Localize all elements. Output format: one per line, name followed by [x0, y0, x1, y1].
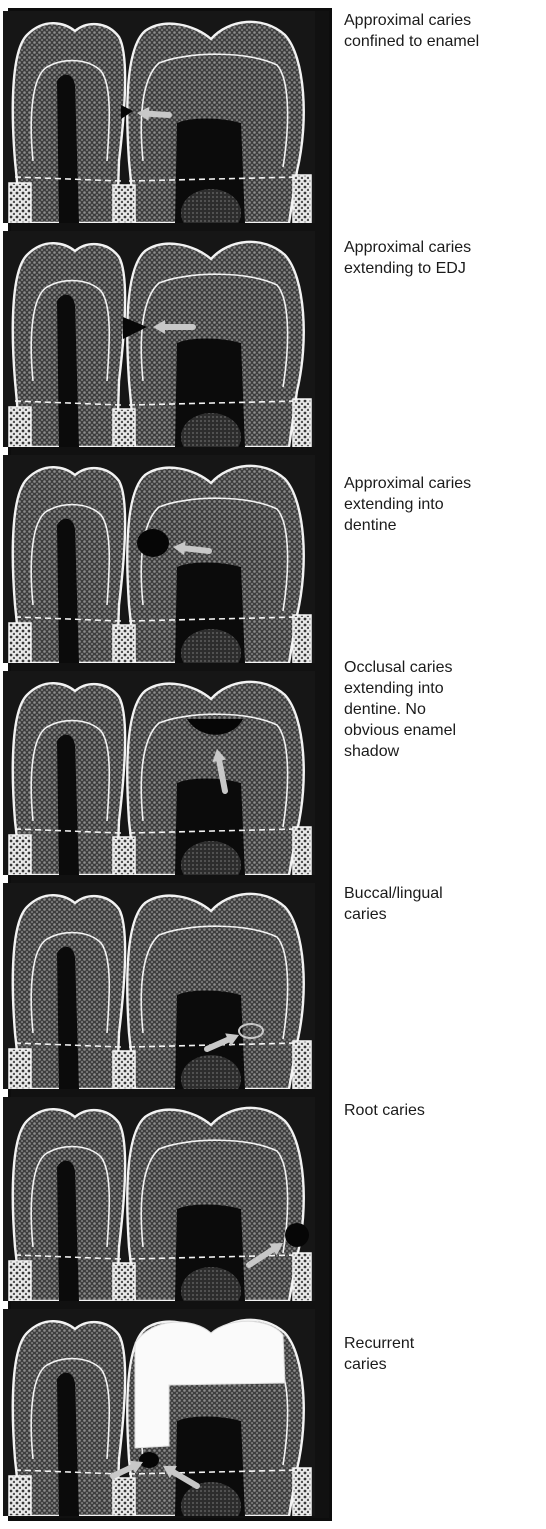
- alveolar-bone: [113, 837, 135, 875]
- caption-approximal-dentine: Approximal caries extending into dentine: [344, 473, 540, 536]
- panel-6: [3, 1097, 315, 1301]
- tooth-diagram-7: [3, 1309, 315, 1516]
- caries-lesion: [139, 1452, 159, 1468]
- panel-4: [3, 671, 315, 875]
- caption-occlusal: Occlusal caries extending into dentine. …: [344, 657, 540, 762]
- alveolar-bone: [113, 1051, 135, 1089]
- panel-5: [3, 883, 315, 1089]
- caries-lesion: [137, 529, 169, 557]
- panel-3: [3, 455, 315, 663]
- caption-root: Root caries: [344, 1100, 540, 1121]
- alveolar-bone: [293, 615, 311, 663]
- tooth-diagram-2: [3, 231, 315, 447]
- alveolar-bone: [9, 1261, 31, 1301]
- tooth-diagram-3: [3, 455, 315, 663]
- caption-recurrent: Recurrent caries: [344, 1333, 540, 1375]
- alveolar-bone: [9, 835, 31, 875]
- caries-lesion: [285, 1223, 309, 1247]
- tooth-diagram-5: [3, 883, 315, 1089]
- alveolar-bone: [113, 1263, 135, 1301]
- alveolar-bone: [113, 409, 135, 447]
- alveolar-bone: [293, 1253, 311, 1301]
- tooth-diagram-4: [3, 671, 315, 875]
- alveolar-bone: [293, 399, 311, 447]
- alveolar-bone: [293, 175, 311, 223]
- alveolar-bone: [113, 185, 135, 223]
- panel-2: [3, 231, 315, 447]
- alveolar-bone: [9, 183, 31, 223]
- lesion-arrow-shaft: [149, 114, 169, 115]
- alveolar-bone: [293, 827, 311, 875]
- panel-7: [3, 1309, 315, 1516]
- caption-approximal-enamel: Approximal caries confined to enamel: [344, 10, 540, 52]
- tooth-diagram-6: [3, 1097, 315, 1301]
- alveolar-bone: [9, 1476, 31, 1516]
- caption-approximal-edj: Approximal caries extending to EDJ: [344, 237, 540, 279]
- alveolar-bone: [293, 1468, 311, 1516]
- panel-1: [3, 11, 315, 223]
- caption-buccal-lingual: Buccal/lingual caries: [344, 883, 540, 925]
- alveolar-bone: [9, 1049, 31, 1089]
- alveolar-bone: [113, 625, 135, 663]
- lesion-arrow-shaft: [185, 548, 209, 551]
- alveolar-bone: [9, 407, 31, 447]
- tooth-diagram-1: [3, 11, 315, 223]
- alveolar-bone: [293, 1041, 311, 1089]
- alveolar-bone: [9, 623, 31, 663]
- alveolar-bone: [113, 1478, 135, 1516]
